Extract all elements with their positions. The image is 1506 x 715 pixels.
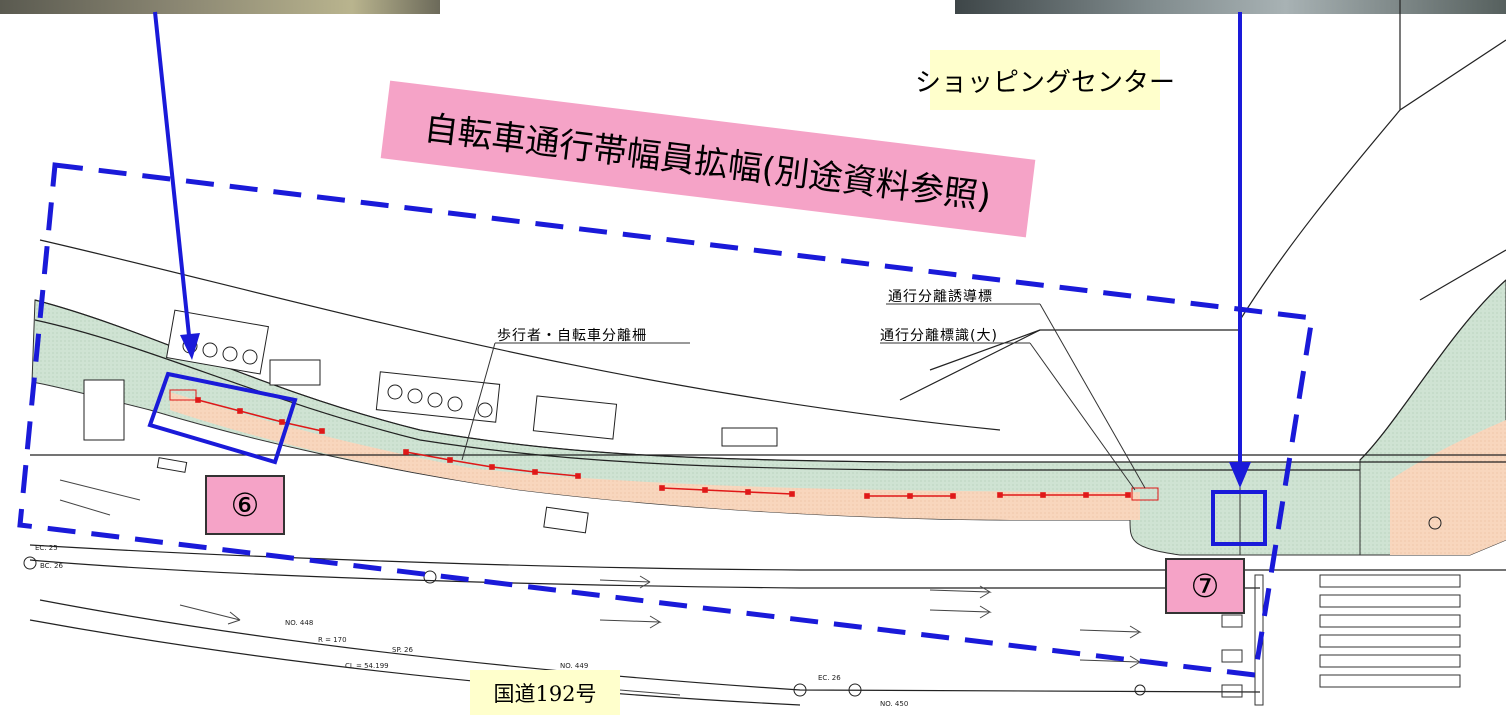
route-label: 国道192号: [470, 670, 620, 715]
guide-post-annotation: 通行分離誘導標: [888, 289, 993, 305]
widening-area-boundary: [17, 162, 1315, 678]
callout-box-6: [147, 371, 298, 465]
photo-right-fragment: [955, 0, 1506, 14]
photo-left-fragment: [0, 0, 440, 14]
station-no449: NO. 449: [560, 662, 588, 670]
bicycle-lane: [170, 392, 1140, 520]
curve-length: CL = 54.199: [345, 662, 389, 670]
shopping-center-label: ショッピングセンター: [915, 50, 1175, 110]
separation-fence-annotation: 歩行者・自転車分離柵: [497, 328, 647, 344]
station-ec26: EC. 26: [818, 674, 841, 682]
location-marker-7: ⑦: [1165, 558, 1245, 614]
curve-radius: R = 170: [318, 636, 347, 644]
crosswalk-green: [1239, 461, 1361, 556]
separation-sign-annotation: 通行分離標識(大): [880, 328, 998, 344]
station-ec25: EC. 25: [35, 544, 58, 552]
station-no448: NO. 448: [285, 619, 313, 627]
location-marker-6: ⑥: [205, 475, 285, 535]
callout-box-7: [1211, 490, 1267, 546]
station-no450: NO. 450: [880, 700, 908, 708]
station-bc26: BC. 26: [40, 562, 63, 570]
bicycle-lane-right: [1390, 420, 1506, 555]
station-sp26: SP. 26: [392, 646, 413, 654]
